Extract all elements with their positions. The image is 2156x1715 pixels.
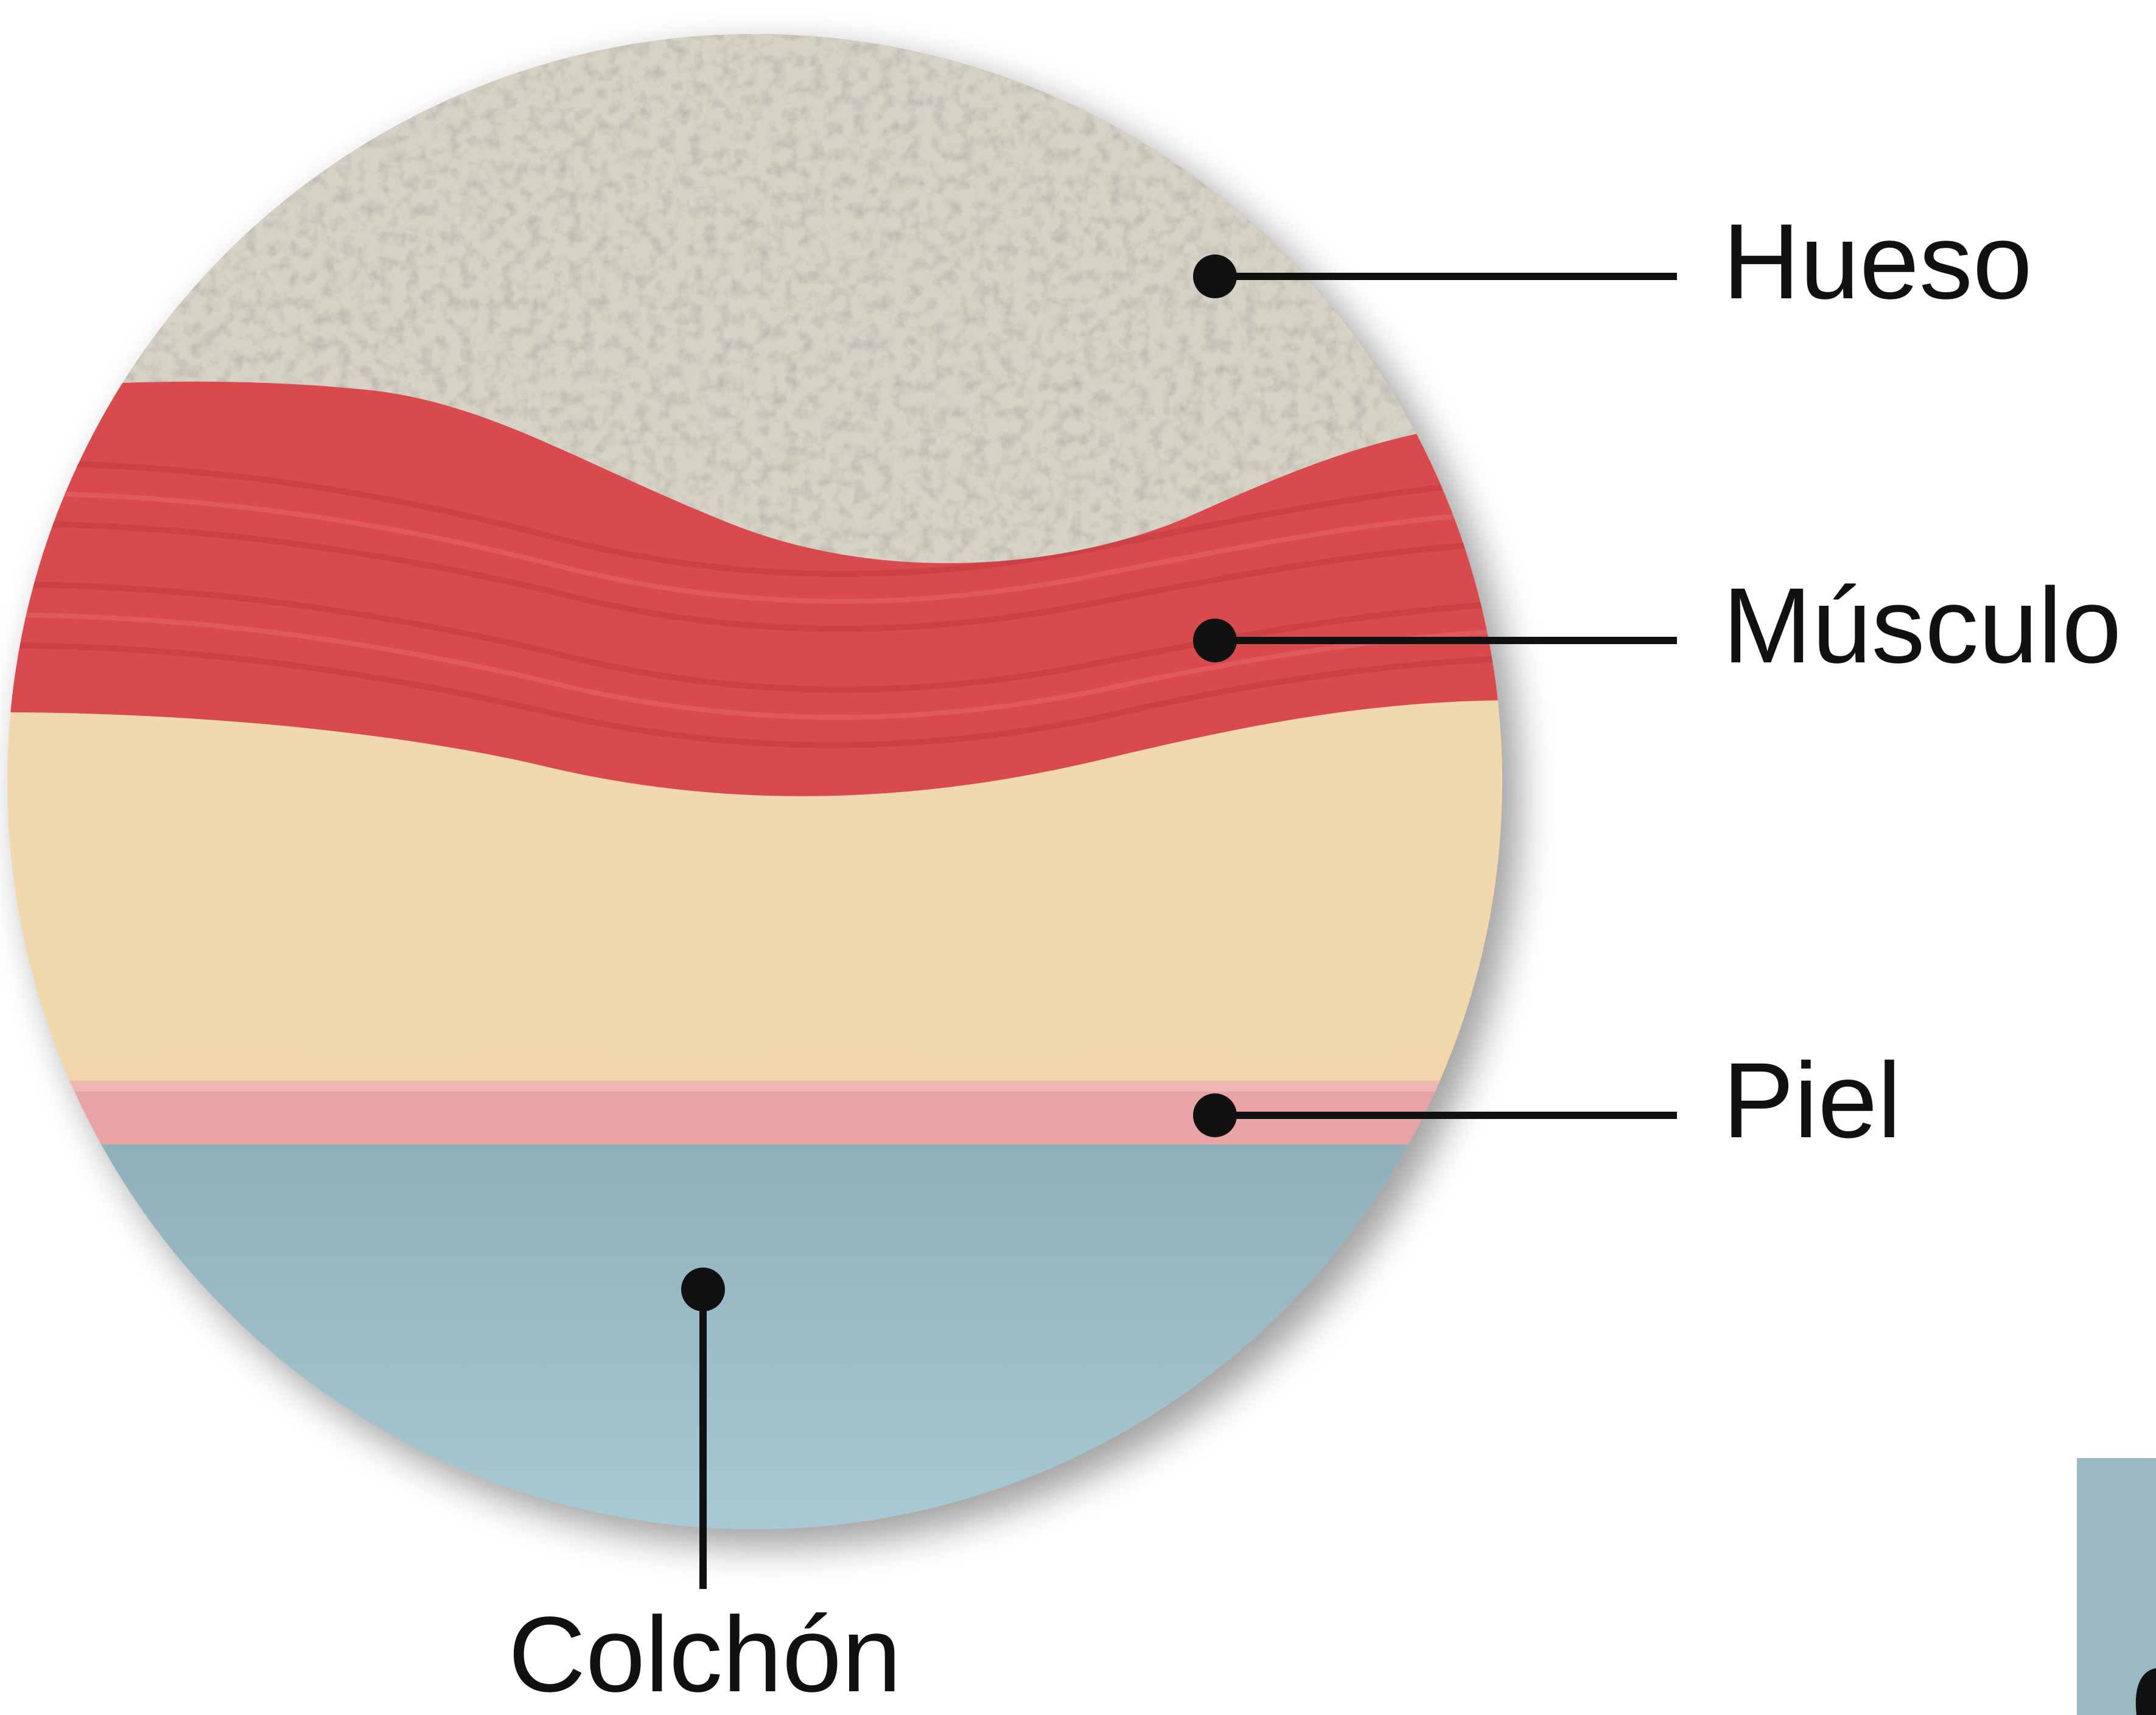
colchon-label: Colchón — [508, 1601, 901, 1708]
musculo-label: Músculo — [1723, 572, 2121, 679]
cross-section-circle — [0, 0, 1522, 1583]
mattress-layer — [0, 1145, 1522, 1571]
hueso-label: Hueso — [1723, 208, 2032, 315]
piel-label: Piel — [1723, 1047, 1901, 1154]
